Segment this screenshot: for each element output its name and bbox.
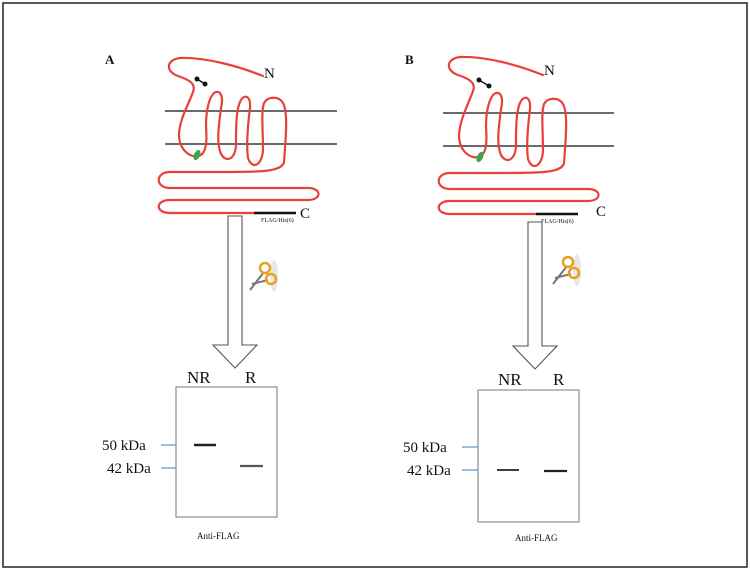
- blot-membrane-a: [175, 386, 278, 518]
- glycosylation-site-a: [193, 149, 201, 161]
- marker-label-42-b: 42 kDa: [407, 463, 451, 479]
- marker-label-50-a: 50 kDa: [102, 438, 146, 454]
- c-terminus-label-b: C: [596, 204, 606, 220]
- c-terminus-label-a: C: [300, 206, 310, 222]
- scissors-icon: [552, 254, 581, 286]
- n-terminus-label-b: N: [544, 63, 555, 79]
- panel-label-b: B: [405, 52, 414, 67]
- lane-label-nr-a: NR: [187, 368, 211, 387]
- lane-label-r-b: R: [553, 370, 565, 389]
- lane-label-r-a: R: [245, 368, 257, 387]
- down-arrow: [211, 215, 259, 369]
- cysteine-dot-b2: [486, 83, 492, 89]
- n-terminus-label-a: N: [264, 66, 275, 82]
- down-arrow: [511, 221, 559, 370]
- panel-b: B N C FLAG/His(6) NR R 50 kDa 42 kDa Ant…: [403, 52, 614, 543]
- tag-label-b: FLAG/His(6): [541, 218, 574, 225]
- cysteine-dot-b1: [476, 77, 482, 83]
- cysteine-dot-a1: [194, 76, 200, 82]
- protein-chain-b: [437, 55, 600, 216]
- scissors-icon: [249, 260, 278, 292]
- blot-membrane-b: [477, 389, 580, 523]
- panel-a: A N C FLAG/His(6) NR R 50 kDa: [102, 52, 337, 541]
- cysteine-dot-a2: [202, 81, 208, 87]
- marker-label-50-b: 50 kDa: [403, 440, 447, 456]
- marker-label-42-a: 42 kDa: [107, 461, 151, 477]
- protein-chain-a: [157, 56, 320, 215]
- antibody-label-a: Anti-FLAG: [197, 531, 240, 541]
- glycosylation-site-b: [476, 151, 484, 163]
- panel-label-a: A: [105, 52, 115, 67]
- lane-label-nr-b: NR: [498, 370, 522, 389]
- tag-label-a: FLAG/His(6): [261, 217, 294, 224]
- antibody-label-b: Anti-FLAG: [515, 533, 558, 543]
